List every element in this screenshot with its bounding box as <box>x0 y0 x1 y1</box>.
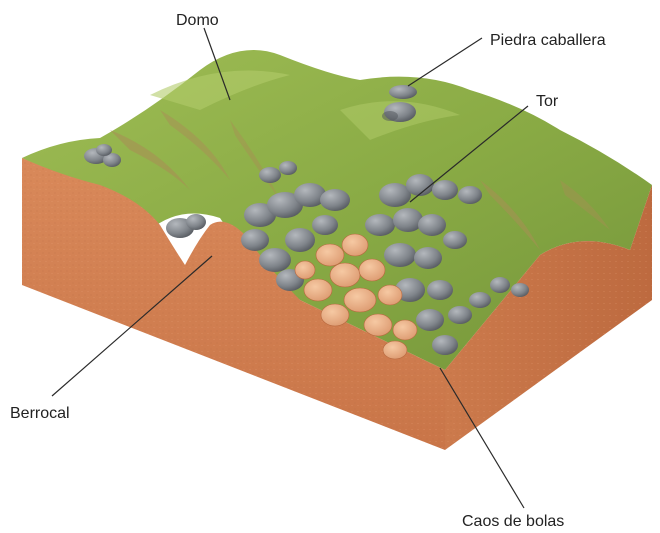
leader-piedra-caballera <box>408 38 482 86</box>
label-tor: Tor <box>536 93 559 110</box>
label-caos-de-bolas: Caos de bolas <box>462 513 564 530</box>
label-berrocal: Berrocal <box>10 405 70 422</box>
label-domo: Domo <box>176 12 219 29</box>
label-piedra-caballera: Piedra caballera <box>490 32 606 49</box>
